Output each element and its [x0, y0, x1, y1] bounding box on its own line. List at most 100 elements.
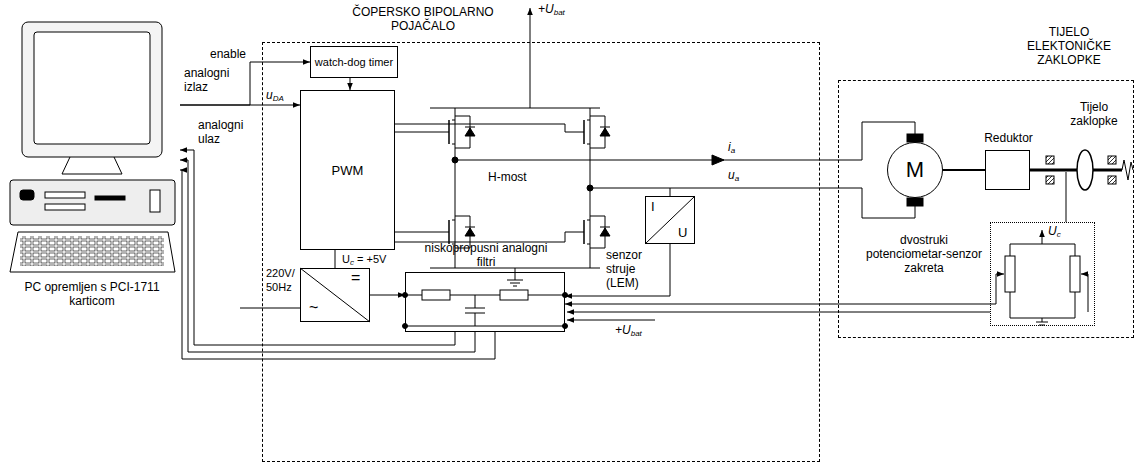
- rc-filter: [563, 324, 568, 329]
- throttle-mechanism: [1066, 172, 1067, 222]
- motor-circle: M: [887, 142, 943, 198]
- node-text: PWM: [332, 163, 364, 178]
- h-bridge: [395, 232, 575, 242]
- text-part: +U: [615, 323, 631, 337]
- text-part: i: [728, 140, 731, 154]
- potentiometer-symbol: [990, 230, 1088, 325]
- pwm-box: PWM: [300, 90, 395, 250]
- filter-box: niskopropusni analogni filtri: [405, 272, 565, 332]
- node-text: I: [651, 199, 655, 214]
- bridge-label: H-most: [488, 170, 527, 184]
- h-bridge: [530, 8, 531, 108]
- node-text: niskopropusni analogni filtri: [421, 241, 551, 269]
- connector: [565, 244, 670, 296]
- pc-illustration: [20, 236, 164, 266]
- supply-label: Uc = +5V: [342, 252, 386, 266]
- node-text: ~: [309, 299, 318, 317]
- potentiometer-symbol: [1010, 244, 1075, 318]
- h-bridge: [395, 132, 440, 133]
- connector: [180, 160, 475, 352]
- converter-diagonals: [300, 268, 370, 322]
- text-part: U: [342, 253, 350, 265]
- throttle-mechanism: [1108, 156, 1116, 164]
- edge-label: uDA: [266, 88, 300, 102]
- signal-name: analogni ulaz: [198, 118, 258, 146]
- converter-diagonals: [645, 196, 695, 244]
- h-bridge: [575, 216, 610, 248]
- mains-label: 220V/ 50Hz: [266, 266, 300, 294]
- text-part: u: [266, 88, 273, 102]
- rc-filter: [403, 290, 568, 329]
- signal-wire: [567, 312, 990, 313]
- throttle-mechanism: [1046, 156, 1054, 164]
- node-text: watch-dog timer: [315, 56, 393, 69]
- amplifier-housing: ČOPERSKO BIPOLARNO POJAČALOwatch-dog tim…: [262, 42, 820, 462]
- subscript: a: [731, 146, 735, 155]
- subscript: DA: [273, 94, 284, 103]
- h-bridge: [507, 268, 523, 286]
- h-bridge: [395, 8, 610, 286]
- gearbox-box: Reduktor: [985, 150, 1030, 190]
- text-part: U: [1048, 224, 1057, 238]
- throttle-mechanism: [1122, 160, 1133, 180]
- converter-diagonals: [300, 196, 695, 322]
- signal-name: analogni izlaz: [184, 66, 246, 94]
- connector: [370, 295, 405, 296]
- pc-illustration: [10, 232, 175, 272]
- potentiometer-symbol: [1042, 230, 1043, 244]
- h-bridge: [395, 124, 575, 132]
- rc-filter: [422, 290, 450, 300]
- potentiometer-symbol: [1005, 256, 1015, 292]
- node-text: TIJELO ELEKTONIČKE ZAKLOPKE: [1009, 25, 1129, 67]
- subscript: bat: [554, 8, 565, 17]
- motor-wire: [455, 122, 915, 160]
- throttle-mechanism: [1030, 150, 1133, 222]
- part-label: Tijelo zaklopke: [1058, 100, 1130, 128]
- node-text: U: [678, 225, 687, 240]
- supply-label: Uc: [1048, 224, 1061, 238]
- potentiometer-symbol: [1081, 274, 1088, 312]
- pc-illustration: [45, 192, 85, 198]
- h-bridge: [575, 116, 610, 148]
- connector: [335, 250, 336, 268]
- subscript: bat: [631, 329, 642, 338]
- node-text: dvostruki potenciometar-senzor zakreta: [863, 233, 985, 275]
- subscript: a: [735, 174, 739, 183]
- subscript: c: [1057, 230, 1061, 239]
- h-bridge: [395, 232, 440, 233]
- text-part: u: [728, 168, 735, 182]
- sensor-label: senzor struje (LEM): [606, 248, 656, 290]
- pc-illustration: [22, 22, 162, 157]
- signal-wire: [180, 170, 495, 359]
- pc-illustration: [45, 204, 85, 210]
- node-text: M: [906, 158, 924, 182]
- rc-filter: [500, 290, 528, 300]
- rc-filter: [405, 295, 565, 326]
- power-supply-box: =~: [300, 268, 370, 322]
- watchdog-box: watch-dog timer: [310, 46, 398, 78]
- motor-wire: [712, 155, 724, 165]
- signal-wire: [567, 320, 655, 321]
- text-part: +U: [538, 2, 554, 16]
- connector: [180, 105, 300, 106]
- pc-illustration: [150, 190, 160, 212]
- text-part: = +5V: [354, 253, 386, 265]
- connector: [180, 62, 310, 105]
- voltage-label: ua: [728, 168, 739, 182]
- node-text: ČOPERSKO BIPOLARNO POJAČALO: [333, 5, 513, 33]
- connector: [565, 304, 990, 305]
- signal-wire: [180, 150, 990, 359]
- motor-wire: [907, 198, 923, 206]
- supply-label: +Ubat: [538, 2, 565, 16]
- node-text: =: [351, 269, 360, 287]
- node-text: Reduktor: [971, 131, 1046, 145]
- current-label: ia: [728, 140, 735, 154]
- current-sensor-box: IU: [645, 196, 695, 244]
- throttle-mechanism: [1046, 176, 1054, 184]
- signal-wire: [240, 308, 300, 309]
